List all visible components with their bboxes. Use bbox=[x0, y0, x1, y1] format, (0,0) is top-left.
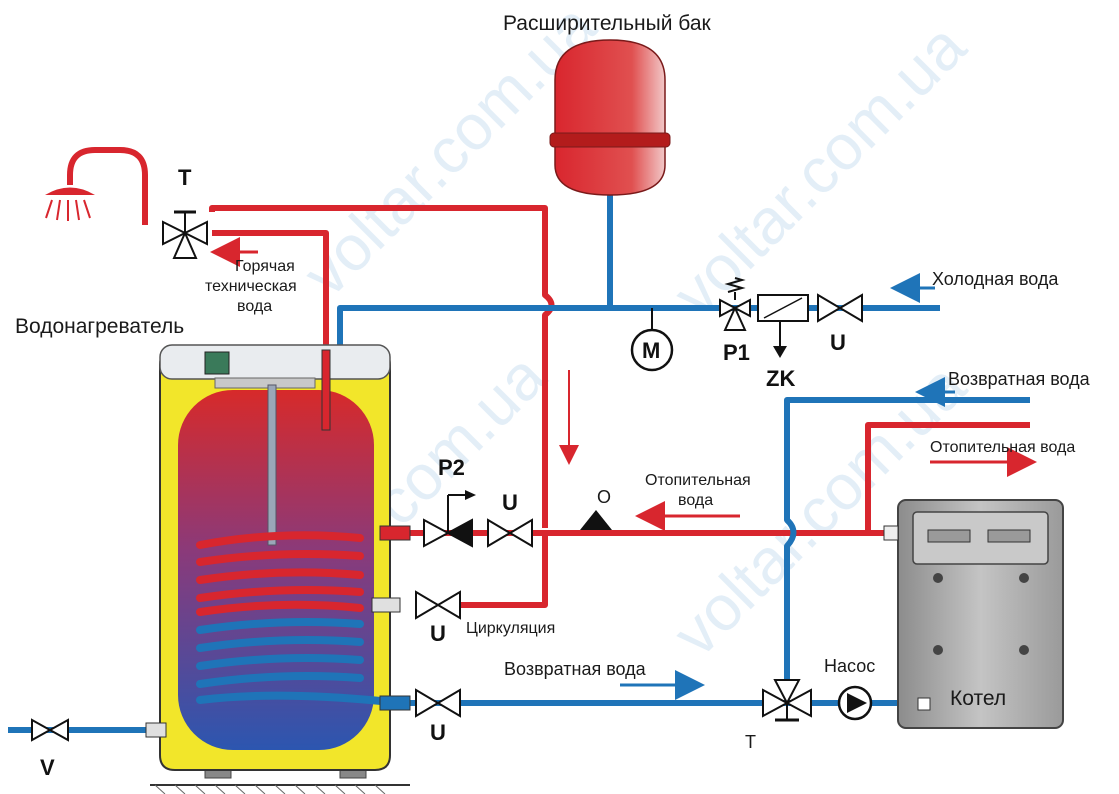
gate-valve-heating bbox=[487, 518, 533, 548]
circulation-pipe bbox=[455, 533, 548, 608]
return-riser bbox=[784, 397, 1030, 680]
hot-tap-label-2: техническая bbox=[205, 278, 297, 295]
cold-water-label: Холодная вода bbox=[932, 269, 1059, 289]
circulation-label: Циркуляция bbox=[466, 620, 555, 637]
heating-water-right-label: Отопительная вода bbox=[930, 439, 1075, 456]
three-way-valve-icon bbox=[162, 210, 208, 259]
hot-pipes bbox=[67, 147, 1030, 608]
water-heater bbox=[145, 344, 411, 794]
p1-code: P1 bbox=[723, 340, 750, 365]
air-vent-icon bbox=[580, 510, 612, 530]
boiler bbox=[883, 499, 1064, 729]
u-heating-code: U bbox=[502, 490, 518, 515]
gate-valve-circulation bbox=[415, 590, 461, 620]
gate-valve-v bbox=[31, 718, 69, 742]
three-way-valve-bottom bbox=[762, 679, 812, 722]
return-water-bottom-label: Возвратная вода bbox=[504, 659, 647, 679]
shower-arm bbox=[67, 147, 148, 225]
hot-tap-label-3: вода bbox=[237, 298, 272, 315]
v-code: V bbox=[40, 755, 55, 780]
hot-riser bbox=[209, 205, 555, 528]
pump-label: Насос bbox=[824, 656, 875, 676]
heating-out bbox=[865, 422, 1030, 533]
u-circulation-code: U bbox=[430, 621, 446, 646]
heating-mid-label-1: Отопительная bbox=[645, 472, 751, 489]
safety-valve-p1 bbox=[719, 277, 751, 331]
u-cold-code: U bbox=[830, 330, 846, 355]
manometer-icon: M bbox=[630, 308, 674, 372]
water-heater-label: Водонагреватель bbox=[15, 315, 184, 338]
gate-valve-return bbox=[415, 688, 461, 718]
shower-head-icon bbox=[45, 187, 95, 221]
zk-code: ZK bbox=[766, 366, 795, 391]
return-water-top-label: Возвратная вода bbox=[948, 369, 1091, 389]
svg-text:M: M bbox=[642, 338, 660, 363]
t-bottom-code: T bbox=[745, 732, 756, 752]
expansion-tank-label: Расширительный бак bbox=[503, 12, 712, 35]
expansion-tank bbox=[549, 39, 671, 196]
p2-code: P2 bbox=[438, 455, 465, 480]
pump-icon bbox=[837, 685, 873, 721]
check-valve bbox=[757, 294, 809, 358]
t-top-code: T bbox=[178, 165, 192, 190]
u-return-code: U bbox=[430, 720, 446, 745]
hot-tap-pipe bbox=[212, 230, 329, 395]
three-way-valve-p2 bbox=[423, 490, 476, 548]
heating-mid-label-2: вода bbox=[678, 492, 713, 509]
boiler-label: Котел bbox=[950, 687, 1006, 710]
o-code: O bbox=[597, 487, 611, 507]
hot-tap-label-1: Горячая bbox=[235, 258, 295, 275]
gate-valve-cold bbox=[817, 293, 863, 323]
